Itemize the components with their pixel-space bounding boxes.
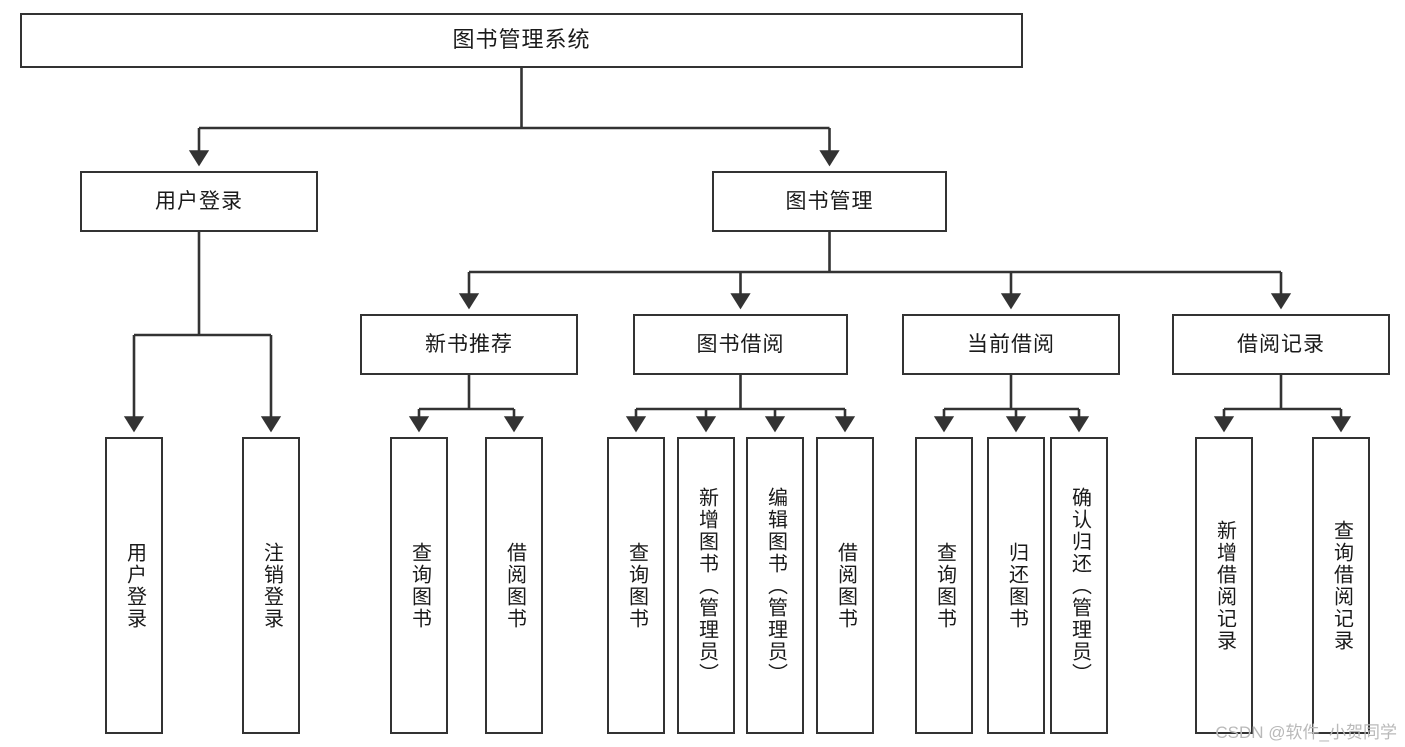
leaf-query-book-current[interactable]: 查询图书 [915, 437, 973, 734]
leaf-confirm-return-admin[interactable]: 确认归还（管理员） [1050, 437, 1108, 734]
node-borrowing-records[interactable]: 借阅记录 [1172, 314, 1390, 375]
leaf-add-book-admin[interactable]: 新增图书（管理员） [677, 437, 735, 734]
node-user-login[interactable]: 用户登录 [80, 171, 318, 232]
node-root-book-management-system[interactable]: 图书管理系统 [20, 13, 1023, 68]
leaf-query-book-recommendation[interactable]: 查询图书 [390, 437, 448, 734]
node-book-borrowing[interactable]: 图书借阅 [633, 314, 848, 375]
leaf-borrow-book-borrowing[interactable]: 借阅图书 [816, 437, 874, 734]
leaf-return-book[interactable]: 归还图书 [987, 437, 1045, 734]
leaf-query-borrowing-record[interactable]: 查询借阅记录 [1312, 437, 1370, 734]
node-current-borrowing[interactable]: 当前借阅 [902, 314, 1120, 375]
csdn-watermark: CSDN @软件_小贺同学 [1215, 723, 1397, 742]
leaf-edit-book-admin[interactable]: 编辑图书（管理员） [746, 437, 804, 734]
leaf-user-login[interactable]: 用户登录 [105, 437, 163, 734]
leaf-user-logout[interactable]: 注销登录 [242, 437, 300, 734]
leaf-query-book-borrowing[interactable]: 查询图书 [607, 437, 665, 734]
leaf-borrow-book-recommendation[interactable]: 借阅图书 [485, 437, 543, 734]
node-new-book-recommendation[interactable]: 新书推荐 [360, 314, 578, 375]
leaf-add-borrowing-record[interactable]: 新增借阅记录 [1195, 437, 1253, 734]
node-book-management[interactable]: 图书管理 [712, 171, 947, 232]
